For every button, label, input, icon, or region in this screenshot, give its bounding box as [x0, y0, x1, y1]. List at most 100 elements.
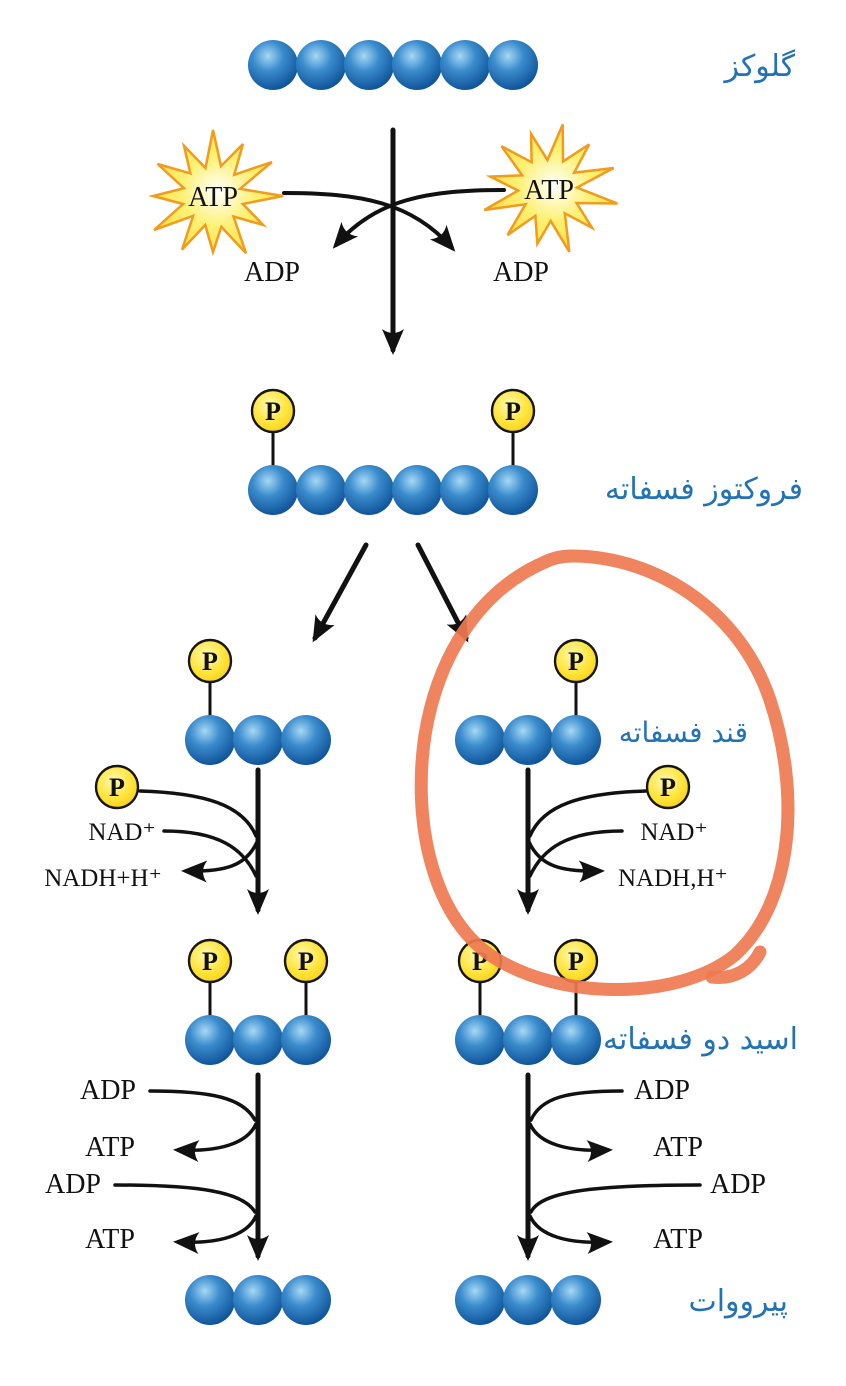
phosphate-circle [250, 388, 296, 434]
adp-label: ADP [45, 1169, 101, 1200]
atp-coupling-arrow-left [282, 191, 456, 252]
phosphate-circle [187, 938, 233, 984]
atp-label: ATP [85, 1132, 135, 1163]
highlight-circle-tail [705, 945, 767, 984]
nad-in-line [162, 829, 258, 878]
phosphate-circle [645, 764, 691, 810]
phosphate-label: P [265, 397, 281, 426]
adp-in-line [529, 1089, 624, 1122]
sugar-sphere [296, 465, 346, 515]
adp-label: ADP [710, 1169, 766, 1200]
atp-out-arrow [528, 1214, 613, 1255]
phosphate-in-line [138, 789, 258, 838]
phosphate-label: P [568, 647, 584, 676]
sugar-sphere [551, 1275, 601, 1325]
nad-in-line [528, 829, 624, 878]
atp-label: ATP [653, 1132, 703, 1163]
atp-label: ATP [653, 1224, 703, 1255]
nad-reaction-right: P NAD⁺ NADH,H⁺ [517, 764, 728, 915]
hand-drawn-highlight [414, 549, 795, 996]
sugar-sphere [281, 1275, 331, 1325]
adp-in-line [148, 1089, 257, 1122]
pyruvate-label: پیرووات [688, 1284, 788, 1319]
nadh-label: NADH+H⁺ [44, 865, 162, 892]
glucose-label: گلوکز [722, 49, 795, 84]
phosphate-circle [283, 938, 329, 984]
atp-label: ATP [85, 1224, 135, 1255]
nadh-out-arrow [527, 840, 605, 883]
nadh-label: NADH,H⁺ [618, 865, 728, 892]
sugar-sphere [248, 40, 298, 90]
phosphate-label: P [202, 947, 218, 976]
glucose-chain [248, 40, 538, 90]
sugar-sphere [281, 715, 331, 765]
diphosphate-right: P P [455, 938, 601, 1065]
nad-label: NAD⁺ [88, 819, 155, 846]
atp-label: ATP [188, 182, 238, 213]
nad-label: NAD⁺ [640, 819, 707, 846]
adp-label: ADP [80, 1075, 136, 1106]
sugar-sphere [296, 40, 346, 90]
sugar-sphere [281, 1015, 331, 1065]
atp-out-arrow [528, 1122, 613, 1163]
sugar-sphere [185, 1275, 235, 1325]
sugar-sphere [455, 1275, 505, 1325]
phosphate-circle [490, 388, 536, 434]
fructose-phosphate-group: P P [248, 388, 538, 515]
pyruvate-right [455, 1275, 601, 1325]
phosphate-label: P [298, 947, 314, 976]
adp-label: ADP [493, 257, 549, 288]
sugar-sphere [440, 465, 490, 515]
sugar-sphere [503, 1015, 553, 1065]
triose-phosphate-left: P [185, 638, 331, 765]
adp-label: ADP [244, 257, 300, 288]
sugar-sphere [344, 465, 394, 515]
atp-out-arrow [173, 1122, 258, 1163]
phosphate-circle [187, 638, 233, 684]
split-arrow-left [312, 542, 369, 643]
sugar-sphere [233, 1275, 283, 1325]
phosphate-label: P [568, 947, 584, 976]
sugar-sphere [488, 465, 538, 515]
sugar-sphere [392, 40, 442, 90]
acid-diphosphate-label: اسید دو فسفاته [603, 1022, 798, 1057]
phosphate-in-line [528, 789, 648, 838]
sugar-sphere [440, 40, 490, 90]
split-arrow-right [415, 542, 469, 643]
adp-in-line [113, 1183, 257, 1214]
sugar-sphere [551, 715, 601, 765]
phosphate-circle [553, 638, 599, 684]
phosphate-label: P [202, 647, 218, 676]
highlight-circle-stroke [414, 549, 795, 996]
diphosphate-left: P P [185, 938, 331, 1065]
sugar-sphere [455, 1015, 505, 1065]
sugar-sphere [185, 1015, 235, 1065]
sugar-sphere [455, 715, 505, 765]
atp-coupling-arrow-right [332, 188, 506, 249]
glucose-phosphorylation: ATP ATP ADP ADP [151, 110, 633, 355]
sugar-sphere [248, 465, 298, 515]
sugar-sphere [551, 1015, 601, 1065]
nadh-out-arrow [181, 840, 259, 883]
adp-in-line [529, 1183, 702, 1214]
sugar-sphere [392, 465, 442, 515]
sugar-sphere [233, 1015, 283, 1065]
pyruvate-left [185, 1275, 331, 1325]
phosphate-label: P [109, 773, 125, 802]
phosphate-label: P [505, 397, 521, 426]
sugar-phosphate-label: قند فسفاته [619, 716, 748, 749]
nad-reaction-left: P NAD⁺ NADH+H⁺ [44, 764, 269, 915]
sugar-sphere [503, 1275, 553, 1325]
phosphate-circle [94, 764, 140, 810]
sugar-sphere [488, 40, 538, 90]
sugar-sphere [503, 715, 553, 765]
atp-out-arrow [173, 1214, 258, 1255]
atp-generation-left: ADP ATP ADP ATP [45, 1072, 269, 1261]
sugar-sphere [233, 715, 283, 765]
atp-generation-right: ADP ATP ADP ATP [517, 1072, 766, 1261]
adp-label: ADP [634, 1075, 690, 1106]
triose-phosphate-right: P [455, 638, 601, 765]
